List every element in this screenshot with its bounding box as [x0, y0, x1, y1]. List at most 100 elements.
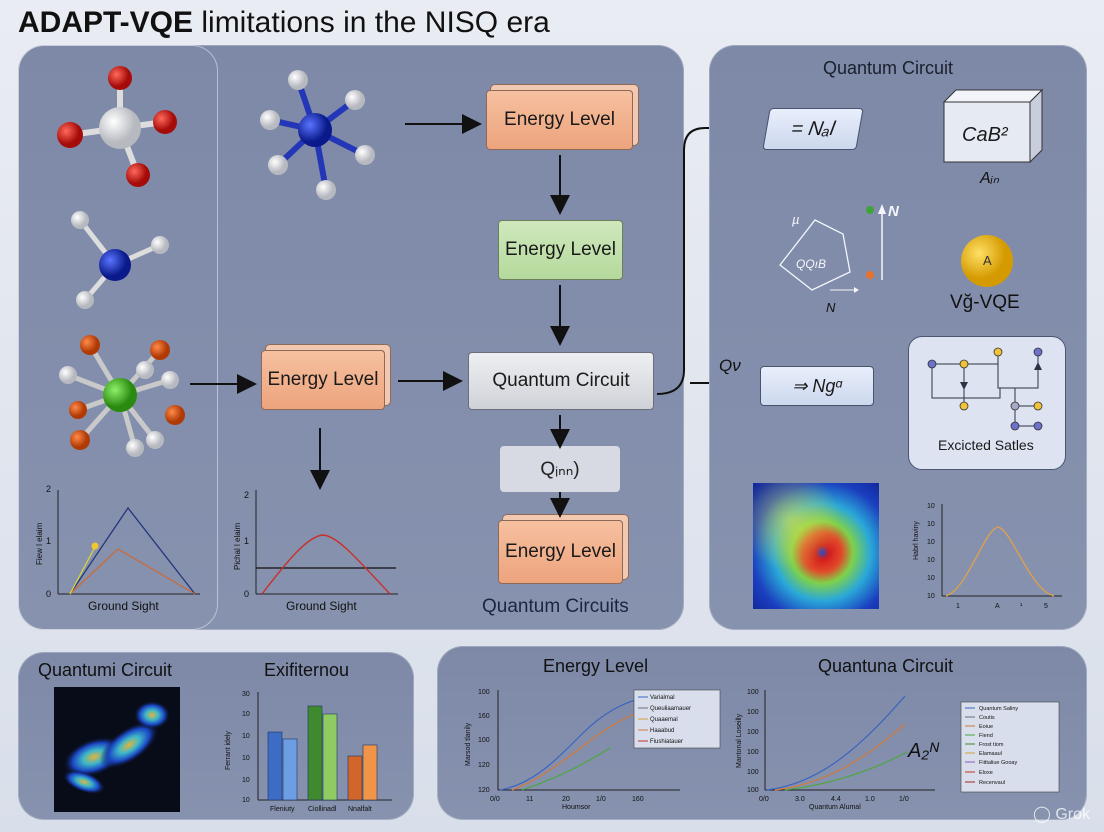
bell-ytick-3: 10	[927, 539, 935, 546]
lc1-ytick-1: 100	[478, 689, 490, 696]
bar-ytick-6: 10	[242, 797, 250, 804]
lc2-legend	[960, 701, 1060, 793]
cube-icon	[942, 88, 1044, 164]
annotation-a2n: A₂ᴺ	[908, 740, 939, 762]
energy-level-box-green[interactable]: Energy Level	[498, 220, 623, 280]
bar-ylabel: Ferrant idely	[225, 731, 232, 770]
chart-mid-series-red	[261, 534, 391, 595]
n-label-right: N	[888, 203, 899, 220]
lc2-legend-8: Eloxe	[979, 770, 993, 776]
lc1-xlabel: Houmsor	[562, 804, 591, 811]
line-chart-2-title: Quantuna Circuit	[818, 656, 954, 676]
n-label-low: N	[826, 300, 836, 315]
chart-left: 2 1 0 Fiew l elaim Ground Sight	[35, 484, 200, 613]
bell-xtick-1: 1	[956, 603, 960, 610]
bar-xtick-3: Nnalfalt	[348, 806, 372, 813]
lc1-ylabel: Marsod tlanily	[465, 722, 472, 766]
vqe-label: Vğ-VQE	[950, 292, 1020, 313]
lc1-legend-5: Fiushiatauer	[650, 739, 683, 745]
bar-3a	[347, 755, 363, 801]
molecule-icon-blue-center	[260, 70, 375, 200]
bar-1b	[282, 738, 298, 801]
lc1-xtick-4: 1/0	[596, 796, 606, 803]
line-chart-1-title: Energy Level	[543, 656, 649, 676]
watermark: ◯ Grok	[1032, 806, 1090, 823]
bell-ylabel: Habrl haviny	[913, 521, 920, 560]
chart-left-tick-0: 0	[46, 589, 51, 599]
bar-2a	[307, 705, 323, 801]
lc2-xtick-5: 1/0	[899, 796, 909, 803]
lc1-ytick-5: 120	[478, 787, 490, 794]
energy-level-box-top[interactable]: Energy Level	[486, 90, 633, 150]
bar-ytick-3: 10	[242, 733, 250, 740]
lc2-xlabel: Quantum Alumal	[809, 804, 861, 811]
lc1-legend	[633, 689, 721, 749]
lc1-legend-2: Queuliaamauer	[650, 706, 691, 712]
lc2-ytick-3: 100	[747, 729, 759, 736]
chart-left-series-blue	[69, 506, 196, 595]
bell-xtick-3: ¹	[1020, 603, 1023, 610]
chart-left-tick-1: 1	[46, 536, 51, 546]
bar-2b	[322, 713, 338, 801]
bell-series	[945, 526, 1055, 597]
page-title: ADAPT-VQE limitations in the NISQ era	[18, 6, 550, 39]
a-top-label: Aᵢₙ	[980, 170, 1000, 187]
molecule-subpanel	[18, 45, 218, 630]
chart-mid-tick-1: 1	[244, 536, 249, 546]
excited-states-label: Excicted Satles	[938, 437, 1034, 453]
lc1-xtick-3: 20	[562, 796, 570, 803]
pentagon-icon	[779, 204, 886, 293]
chart-left-tick-2: 2	[46, 484, 51, 494]
excited-circuit-diagram	[927, 347, 1043, 431]
bell-ytick-2: 10	[927, 521, 935, 528]
chart-mid: 2 1 0 Pichal l elaim Ground Sight	[233, 490, 398, 613]
bell-xtick-2: A	[995, 603, 1000, 610]
line-chart-2: 100 100 100 100 100 100 0/0 3.0 4.4 1.0 …	[736, 689, 1060, 811]
q-small-box[interactable]: Qᵢₙₙ)	[500, 446, 620, 492]
energy-level-box-left[interactable]: Energy Level	[261, 350, 385, 410]
pentagon-label: QQıB	[796, 257, 827, 271]
chart-left-series-orange	[69, 548, 196, 595]
lc2-ytick-5: 100	[747, 769, 759, 776]
lc2-ytick-1: 100	[747, 689, 759, 696]
bar-ytick-4: 10	[242, 755, 250, 762]
lc2-series-1	[766, 695, 906, 791]
n-a-box[interactable]: = Nₐl	[762, 108, 864, 150]
lc2-xtick-4: 1.0	[865, 796, 875, 803]
energy-level-box-bottom[interactable]: Energy Level	[498, 520, 623, 584]
lc2-series-2	[774, 723, 906, 791]
chart-mid-tick-2: 2	[244, 490, 249, 500]
line-chart-1: 100 160 100 120 120 0/0 11 20 1/0 160 Ho…	[465, 689, 721, 811]
ng-box[interactable]: ⇒ Ngᵅ	[760, 366, 874, 406]
heatmap-right	[753, 483, 879, 609]
molecule-icon-complex	[59, 335, 185, 457]
lc1-legend-4: Haaabud	[650, 728, 674, 734]
chart-left-xlabel: Ground Sight	[88, 599, 159, 613]
orange-dot-icon	[866, 271, 874, 279]
lc1-xtick-2: 11	[526, 796, 533, 803]
lc2-legend-7: Fiittaliue Gooay	[979, 760, 1017, 766]
lc1-ytick-3: 100	[478, 737, 490, 744]
lc2-legend-3: Eoiue	[979, 724, 993, 730]
bell-ytick-6: 10	[927, 593, 935, 600]
bar-xtick-2: Ciollinadl	[308, 806, 337, 813]
bar-1a	[267, 731, 283, 801]
lc2-xtick-2: 3.0	[795, 796, 805, 803]
sphere-icon	[961, 235, 1013, 287]
lc1-series-3	[521, 747, 611, 791]
quantum-circuit-box-center[interactable]: Quantum Circuit	[468, 352, 654, 410]
sphere-label: A	[983, 253, 992, 268]
bar-xtick-1: Fleniuty	[270, 806, 295, 813]
lc2-legend-9: Recenvaul	[979, 780, 1005, 786]
chart-mid-ylabel: Pichal l elaim	[233, 523, 242, 570]
lc1-ytick-4: 120	[478, 762, 490, 769]
lc1-series-2	[511, 711, 641, 791]
bell-ytick-1: 10	[927, 503, 935, 510]
lc1-legend-3: Quaaemal	[650, 717, 678, 723]
lc2-legend-2: Coutis	[979, 715, 995, 721]
qv-label: Qν	[719, 356, 741, 375]
bar-ytick-1: 30	[242, 691, 250, 698]
lc1-legend-1: Varialmal	[650, 695, 675, 701]
mu-label: µ	[792, 212, 800, 227]
chart-left-marker	[91, 542, 99, 550]
